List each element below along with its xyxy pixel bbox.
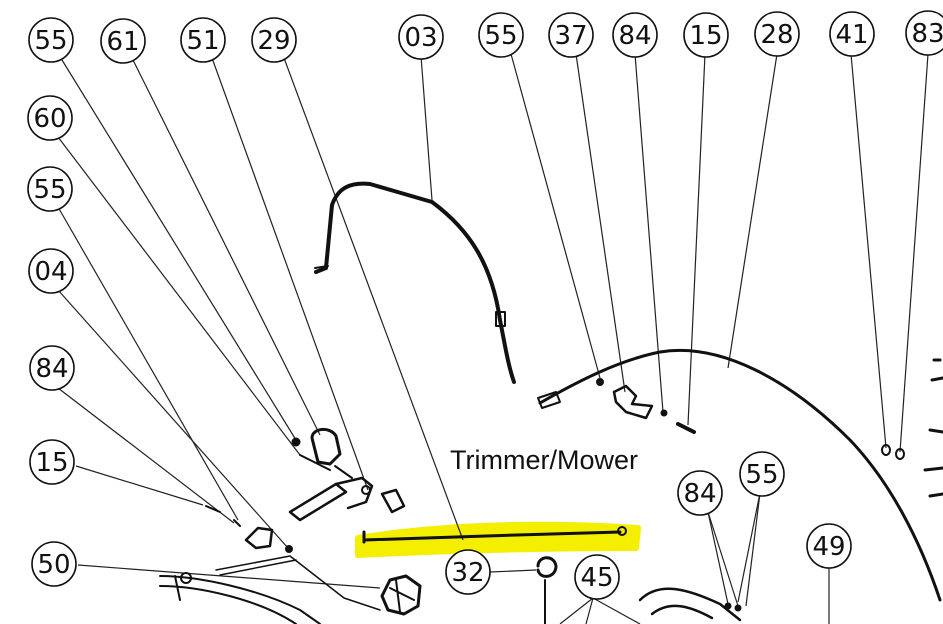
svg-text:61: 61 [106,27,139,57]
callout-32: 32 [445,549,491,595]
svg-text:50: 50 [37,550,70,580]
part-61-lever-housing [291,428,353,479]
callout-03: 03 [398,14,444,60]
callout-29: 29 [251,17,297,63]
callout-84: 84 [29,345,75,391]
svg-text:37: 37 [554,21,587,51]
svg-text:03: 03 [404,23,437,53]
callout-51: 51 [180,17,226,63]
callout-41: 41 [829,11,875,57]
svg-text:49: 49 [812,532,845,562]
part-04-bracket [205,505,381,611]
callout-61: 61 [100,18,146,64]
svg-text:55: 55 [34,26,67,56]
trimmer-mower-caption: Trimmer/Mower [450,445,638,475]
part-60-lever [288,476,406,522]
callout-15: 15 [29,439,75,485]
svg-text:60: 60 [33,104,66,134]
svg-text:51: 51 [186,26,219,56]
callout-83: 83 [905,10,943,56]
callout-60: 60 [27,95,73,141]
svg-text:15: 15 [689,21,722,51]
callout-45: 45 [574,554,620,600]
callout-84: 84 [677,470,723,516]
svg-text:84: 84 [618,21,651,51]
svg-text:55: 55 [745,460,778,490]
callout-28: 28 [754,11,800,57]
part-45-belt [638,587,742,622]
part-cable-clip [536,556,558,624]
svg-text:83: 83 [911,19,943,49]
svg-text:32: 32 [451,558,484,588]
part-41-83-hardware [881,358,943,498]
callout-55: 55 [27,166,73,212]
svg-text:55: 55 [484,21,517,51]
callout-15: 15 [683,12,729,58]
callout-55: 55 [739,451,785,497]
part-29-rod [362,526,627,544]
callout-55: 55 [478,12,524,58]
svg-text:04: 04 [34,257,67,287]
svg-text:41: 41 [835,20,868,50]
svg-text:84: 84 [35,354,68,384]
svg-text:15: 15 [35,448,68,478]
part-03-handle-cable [314,181,516,384]
callout-04: 04 [28,248,74,294]
svg-text:55: 55 [33,175,66,205]
part-32-knob [380,574,422,616]
part-28-cable [537,348,942,602]
callout-37: 37 [548,12,594,58]
svg-text:84: 84 [683,479,716,509]
callout-50: 50 [31,541,77,587]
leader-lines [57,53,929,624]
part-37-bracket [596,378,696,434]
callout-84: 84 [612,12,658,58]
callout-49: 49 [806,523,852,569]
callout-55: 55 [28,17,74,63]
part-50-tube [159,572,321,624]
svg-text:29: 29 [257,26,290,56]
svg-text:28: 28 [760,20,793,50]
svg-text:45: 45 [580,563,613,593]
